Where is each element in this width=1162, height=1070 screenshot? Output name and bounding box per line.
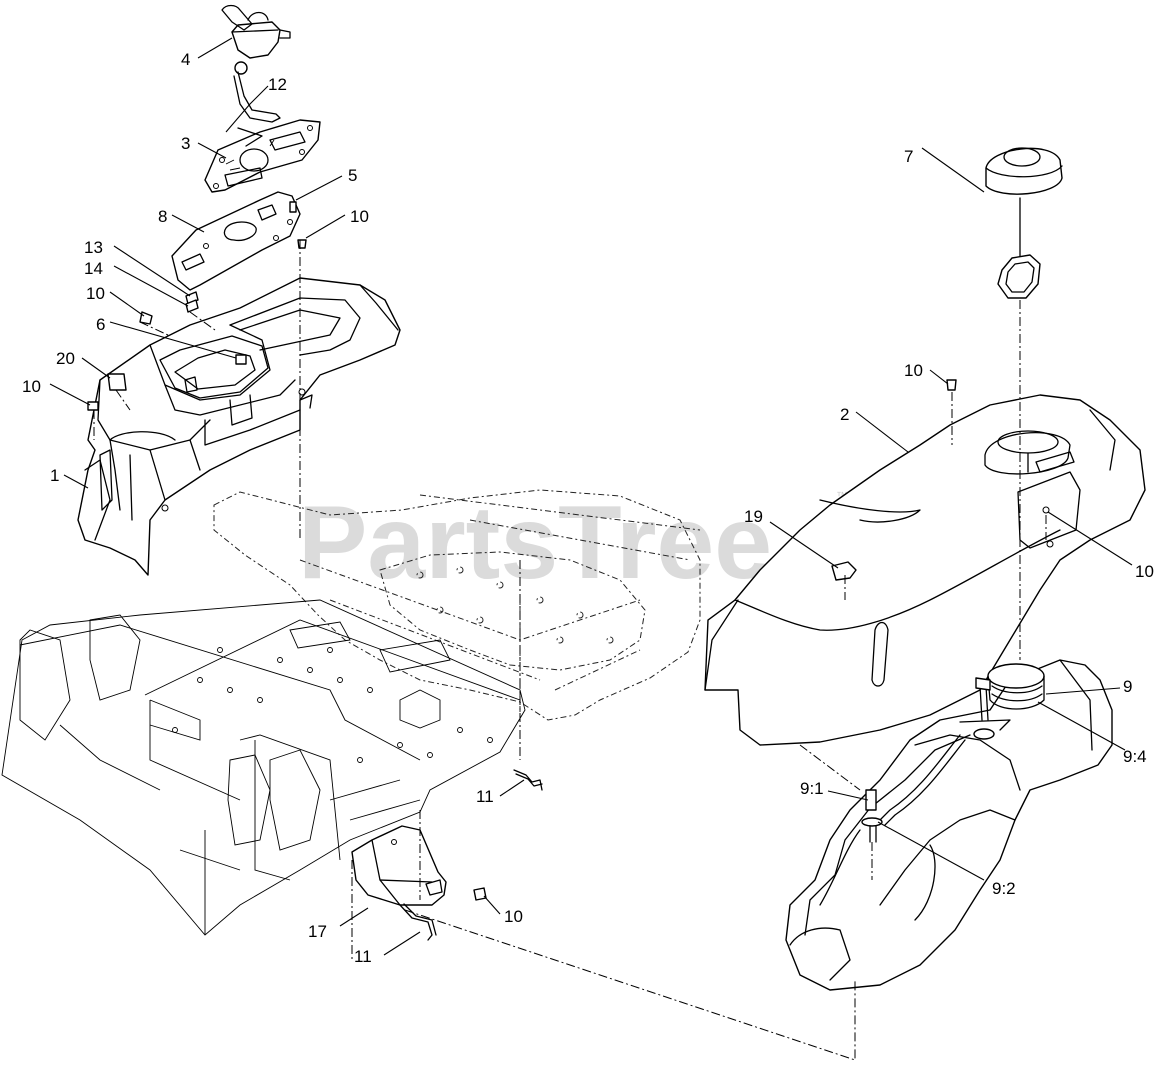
callout-14: 14 xyxy=(84,259,103,278)
callout-7: 7 xyxy=(904,147,913,166)
part-11-rod-upper xyxy=(513,769,543,791)
callout-1: 1 xyxy=(50,466,59,485)
callout-9-1: 9:1 xyxy=(800,779,824,798)
alignment-lines xyxy=(93,240,1047,1061)
callout-10-e: 10 xyxy=(1135,562,1154,581)
callout-4: 4 xyxy=(181,50,190,69)
callout-17: 17 xyxy=(308,922,327,941)
callout-9-2: 9:2 xyxy=(992,879,1016,898)
callout-10-c: 10 xyxy=(22,377,41,396)
part-12-shift-lever xyxy=(233,71,281,123)
callout-9: 9 xyxy=(1123,677,1132,696)
callout-5: 5 xyxy=(348,166,357,185)
callout-labels: 4 12 3 5 8 10 13 14 10 6 20 10 1 7 10 2 … xyxy=(22,50,1154,966)
callout-10-f: 10 xyxy=(504,907,523,926)
callout-19: 19 xyxy=(744,507,763,526)
callout-6: 6 xyxy=(96,315,105,334)
leader-lines xyxy=(49,37,1133,956)
callout-11-b: 11 xyxy=(354,947,372,966)
callout-12: 12 xyxy=(268,75,287,94)
part-11-rod-lower xyxy=(399,903,437,941)
part-17-bracket xyxy=(351,825,447,906)
part-8-console-plate xyxy=(171,191,301,291)
callout-11-a: 11 xyxy=(476,787,494,806)
part-4-shift-knob xyxy=(221,4,291,75)
callout-10-d: 10 xyxy=(904,361,923,380)
callout-13: 13 xyxy=(84,238,103,257)
callout-3: 3 xyxy=(181,134,190,153)
callout-2: 2 xyxy=(840,405,849,424)
part-9-fuel-tank xyxy=(785,659,1113,991)
part-1-console-shroud xyxy=(77,277,401,576)
callout-8: 8 xyxy=(158,207,167,226)
part-10-screw-lower xyxy=(473,887,487,901)
callout-9-4: 9:4 xyxy=(1123,747,1147,766)
watermark-text: PartsTree xyxy=(298,485,772,601)
part-7-fuel-cap xyxy=(985,147,1063,299)
chassis-outline xyxy=(1,599,526,936)
callout-10-a: 10 xyxy=(350,207,369,226)
part-3-shift-plate xyxy=(204,119,321,193)
callout-20: 20 xyxy=(56,349,75,368)
callout-10-b: 10 xyxy=(86,284,105,303)
part-2-tank-cover xyxy=(704,379,1146,746)
